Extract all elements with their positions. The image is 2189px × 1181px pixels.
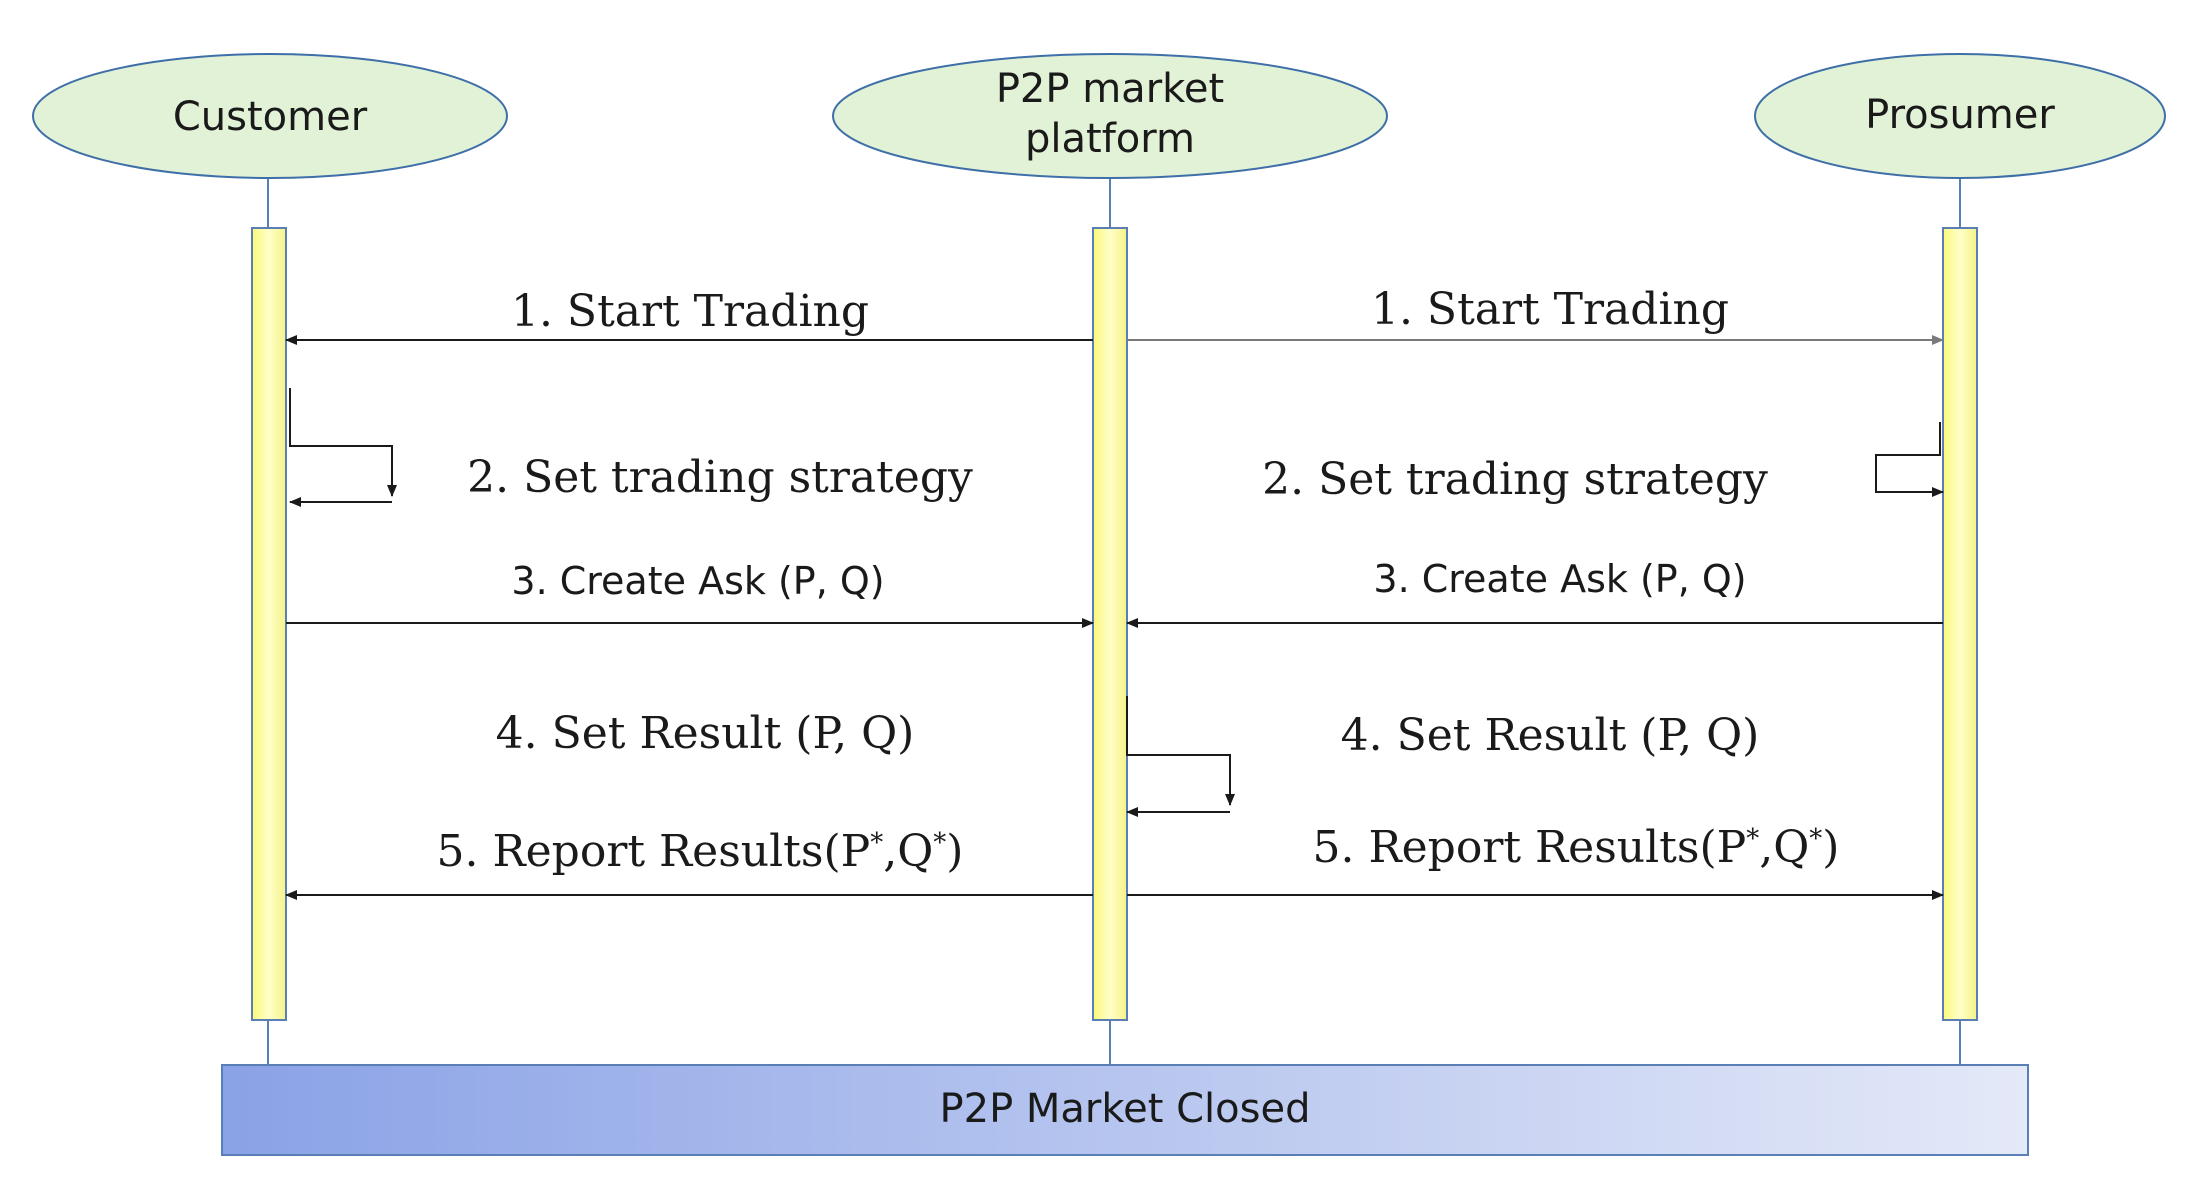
report-right-label: 5. Report Results(P*,Q*) <box>1313 822 1840 873</box>
start-trading-left-label: 1. Start Trading <box>511 286 869 337</box>
actor-platform-label-line2: platform <box>1025 116 1195 162</box>
actor-platform: P2P market platform <box>832 53 1388 179</box>
platform-activation-bar <box>1092 227 1128 1021</box>
start-trading-right-label: 1. Start Trading <box>1371 284 1729 335</box>
ask-left-label: 3. Create Ask (P, Q) <box>511 559 884 603</box>
report-left-prefix: 5. Report Results(P <box>437 826 871 877</box>
report-left-suffix: ) <box>946 826 963 877</box>
report-left-mid: ,Q <box>883 826 933 877</box>
customer-activation-bar <box>251 227 287 1021</box>
market-closed-label: P2P Market Closed <box>940 1086 1311 1132</box>
strategy-right-self-loop <box>1875 422 1944 497</box>
ask-right-label: 3. Create Ask (P, Q) <box>1373 557 1746 601</box>
actor-platform-label-line1: P2P market <box>996 66 1224 112</box>
report-right-star-q: * <box>1809 824 1822 854</box>
result-right-label: 4. Set Result (P, Q) <box>1341 710 1760 761</box>
report-left-star-p: * <box>870 828 883 858</box>
actor-prosumer: Prosumer <box>1754 53 2166 179</box>
prosumer-activation-bar <box>1942 227 1978 1021</box>
actor-customer: Customer <box>32 53 508 179</box>
report-right-prefix: 5. Report Results(P <box>1313 822 1747 873</box>
report-left-star-q: * <box>933 828 946 858</box>
actor-prosumer-label: Prosumer <box>1865 92 2055 138</box>
report-left-label: 5. Report Results(P*,Q*) <box>437 826 964 877</box>
report-right-suffix: ) <box>1822 822 1839 873</box>
strategy-left-label: 2. Set trading strategy <box>467 452 973 503</box>
market-closed-banner: P2P Market Closed <box>221 1064 2029 1156</box>
strategy-left-self-loop <box>289 388 397 497</box>
report-right-mid: ,Q <box>1759 822 1809 873</box>
result-self-loop <box>1126 696 1235 806</box>
result-left-label: 4. Set Result (P, Q) <box>496 708 915 759</box>
report-right-star-p: * <box>1746 824 1759 854</box>
strategy-right-label: 2. Set trading strategy <box>1262 454 1768 505</box>
actor-customer-label: Customer <box>173 94 368 140</box>
